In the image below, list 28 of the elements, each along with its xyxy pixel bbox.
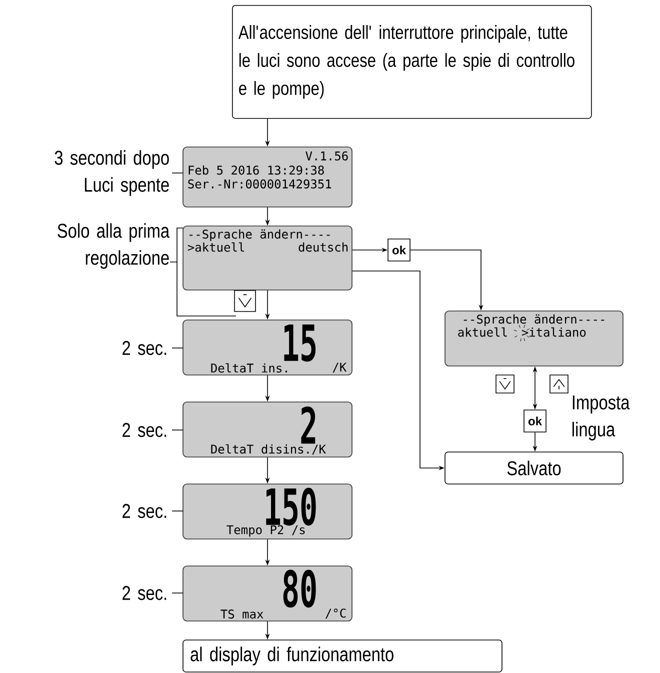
node-label: DeltaT ins. [211,363,287,373]
lcd-display: 2 DeltaT disins./K [182,402,352,458]
lcd-display: --Sprache ändern---- >aktuell deutsch [182,226,352,290]
node-label: --Sprache ändern---- [189,229,330,242]
node-label: /°C [326,608,346,619]
ok-key: ok [524,410,546,432]
side-note: 2 sec. [122,422,166,438]
lcd-display: 80 TS max /°C [182,566,352,622]
node-label: /K [332,362,347,373]
node-label: deutsch [298,242,348,252]
lcd-display: 150 Tempo P2 /s [182,484,352,540]
lcd-display: --Sprache ändern---- aktuell >italiano [444,310,624,366]
node-label: TS max [220,610,264,619]
label: Imposta lingua [572,396,630,440]
side-note: Solo alla prima regolazione [58,223,170,269]
lcd-display: 15 DeltaT ins. /K [182,320,352,376]
lcd-display: V.1.56 Feb 5 2016 13:29:38 Ser.-Nr:000001429351 [182,146,352,208]
text-box: All'accensione dell' interruttore principale, tutte le luci sono accese (a parte le spie di controllo e le pompe) [232,5,592,119]
side-note: 3 secondi dopo Luci spente [54,150,169,196]
side-note: 2 sec. [122,504,166,518]
side-note: 2 sec. [122,586,166,600]
text-box: al display di funzionamento [182,640,502,672]
text-box: Salvato [444,452,624,484]
node-label: 80 [283,570,316,608]
side-note: 2 sec. [122,340,166,356]
node-label: >aktuell [188,242,244,252]
ok-key: ok [388,238,410,262]
node-label: 15 [284,324,316,362]
